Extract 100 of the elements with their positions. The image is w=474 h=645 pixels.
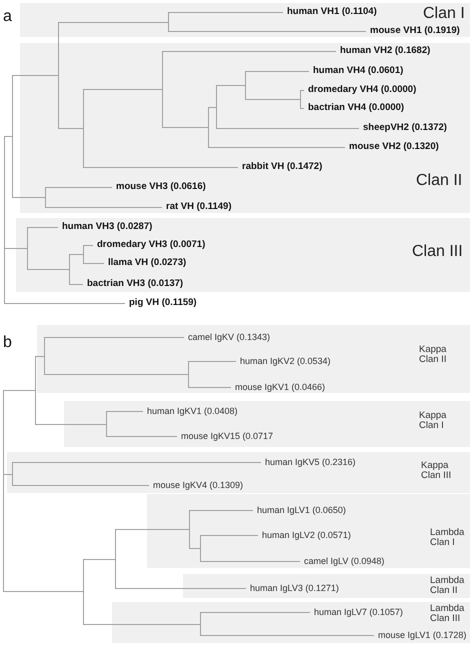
branch-node-line (245, 71, 246, 100)
taxon-label: human VH3 (0.0287) (58, 221, 152, 233)
branch-node-line (58, 22, 59, 129)
clan-band (37, 325, 470, 393)
clan-label: Kappa Clan III (421, 460, 452, 482)
branch-line (84, 263, 104, 264)
branch-line (216, 85, 246, 86)
branch-line (200, 612, 310, 613)
taxon-label: rabbit VH (0.1472) (238, 161, 322, 173)
branch-line (208, 147, 346, 148)
taxon-label: mouse VH1 (0.1919) (366, 25, 460, 37)
branch-node-line (188, 361, 189, 388)
clan-band (7, 452, 470, 493)
branch-line (70, 254, 84, 255)
branch-node-line (216, 85, 217, 129)
branch-line (84, 167, 238, 168)
branch-node-line (106, 411, 107, 437)
branch-node-line (35, 356, 36, 424)
branch-node-line (27, 227, 28, 270)
taxon-label: human IgLV3 (0.1271) (246, 582, 339, 594)
taxon-label: human IgLV1 (0.0650) (253, 504, 346, 516)
branch-line (12, 75, 58, 76)
taxon-label: dromedary VH3 (0.0071) (93, 239, 206, 251)
branch-line (106, 436, 178, 437)
panel-label: b (3, 334, 12, 352)
branch-line (4, 303, 126, 304)
taxon-label: human IgLV2 (0.0571) (258, 529, 351, 541)
branch-line (84, 89, 162, 90)
branch-line (12, 462, 262, 463)
clan-band (20, 43, 470, 213)
branch-node-line (200, 612, 201, 636)
branch-line (28, 227, 58, 228)
clan-band (20, 3, 470, 37)
branch-line (58, 22, 168, 23)
taxon-label: sheepVH2 (0.1372) (359, 122, 447, 134)
branch-node-line (44, 337, 45, 375)
clan-label: Lambda Clan III (430, 604, 466, 624)
branch-line (4, 136, 12, 137)
branch-node-line (168, 12, 169, 32)
taxon-label: human IgKV5 (0.2316) (261, 456, 356, 468)
taxon-label: mouse VH2 (0.1320) (345, 141, 439, 153)
taxon-label: pig VH (0.1159) (125, 297, 197, 309)
branch-line (188, 387, 232, 388)
taxon-label: bactrian VH3 (0.0137) (83, 278, 184, 290)
taxon-label: rat VH (0.1149) (162, 201, 232, 213)
branch-line (46, 187, 112, 188)
branch-line (168, 12, 284, 13)
branch-line (168, 31, 366, 32)
branch-line (84, 245, 94, 246)
taxon-label: mouse VH3 (0.0616) (112, 181, 206, 193)
branch-line (200, 635, 374, 636)
clan-label: Clan II (416, 172, 462, 190)
taxon-label: mouse IgKV4 (0.1309) (149, 479, 244, 491)
branch-node-line (83, 88, 84, 168)
branch-line (44, 374, 188, 375)
clan-band (64, 401, 470, 447)
branch-line (300, 108, 304, 109)
branch-line (246, 99, 300, 100)
branch-line (84, 559, 116, 560)
taxon-label: mouse IgKV15 (0.0717 (177, 430, 274, 442)
taxon-label: camel IgLV (0.0948) (300, 555, 384, 567)
branch-node-line (3, 390, 4, 592)
branch-node-line (200, 535, 201, 562)
branch-node-line (208, 106, 209, 148)
branch-node-line (300, 90, 301, 109)
branch-line (46, 207, 162, 208)
branch-node-line (83, 558, 84, 624)
taxon-label: bactrian VH4 (0.0000) (304, 102, 404, 114)
taxon-label: human VH4 (0.0601) (309, 65, 404, 77)
branch-line (116, 529, 190, 530)
branch-line (28, 269, 70, 270)
branch-line (4, 474, 12, 475)
clan-band (112, 602, 470, 643)
clan-label: Kappa Clan I (419, 410, 448, 432)
taxon-label: mouse IgKV1 (0.0466) (231, 381, 326, 393)
branch-line (190, 548, 200, 549)
clan-band (183, 574, 470, 598)
branch-line (116, 588, 246, 589)
taxon-label: human VH1 (0.1104) (283, 6, 377, 18)
taxon-label: human IgKV2 (0.0534) (236, 355, 331, 367)
branch-node-line (189, 510, 190, 549)
clan-label: Lambda Clan II (430, 576, 466, 596)
taxon-label: dromedary VH4 (0.0000) (304, 84, 416, 96)
branch-node-line (162, 51, 163, 128)
branch-line (4, 248, 28, 249)
clan-label: Kappa Clan II (419, 344, 448, 366)
branch-line (4, 591, 84, 592)
branch-line (70, 284, 84, 285)
taxon-label: human IgKV1 (0.0408) (143, 405, 238, 417)
branch-node-line (115, 529, 116, 589)
taxon-label: camel IgKV (0.1343) (184, 331, 270, 343)
branch-line (12, 197, 46, 198)
branch-line (36, 356, 44, 357)
branch-line (200, 535, 258, 536)
branch-line (188, 361, 236, 362)
taxon-label: human VH2 (0.1682) (336, 45, 430, 57)
taxon-label: mouse IgLV1 (0.1728) (374, 629, 466, 641)
branch-node-line (12, 74, 13, 198)
branch-line (246, 71, 310, 72)
taxon-label: llama VH (0.0273) (104, 257, 186, 269)
